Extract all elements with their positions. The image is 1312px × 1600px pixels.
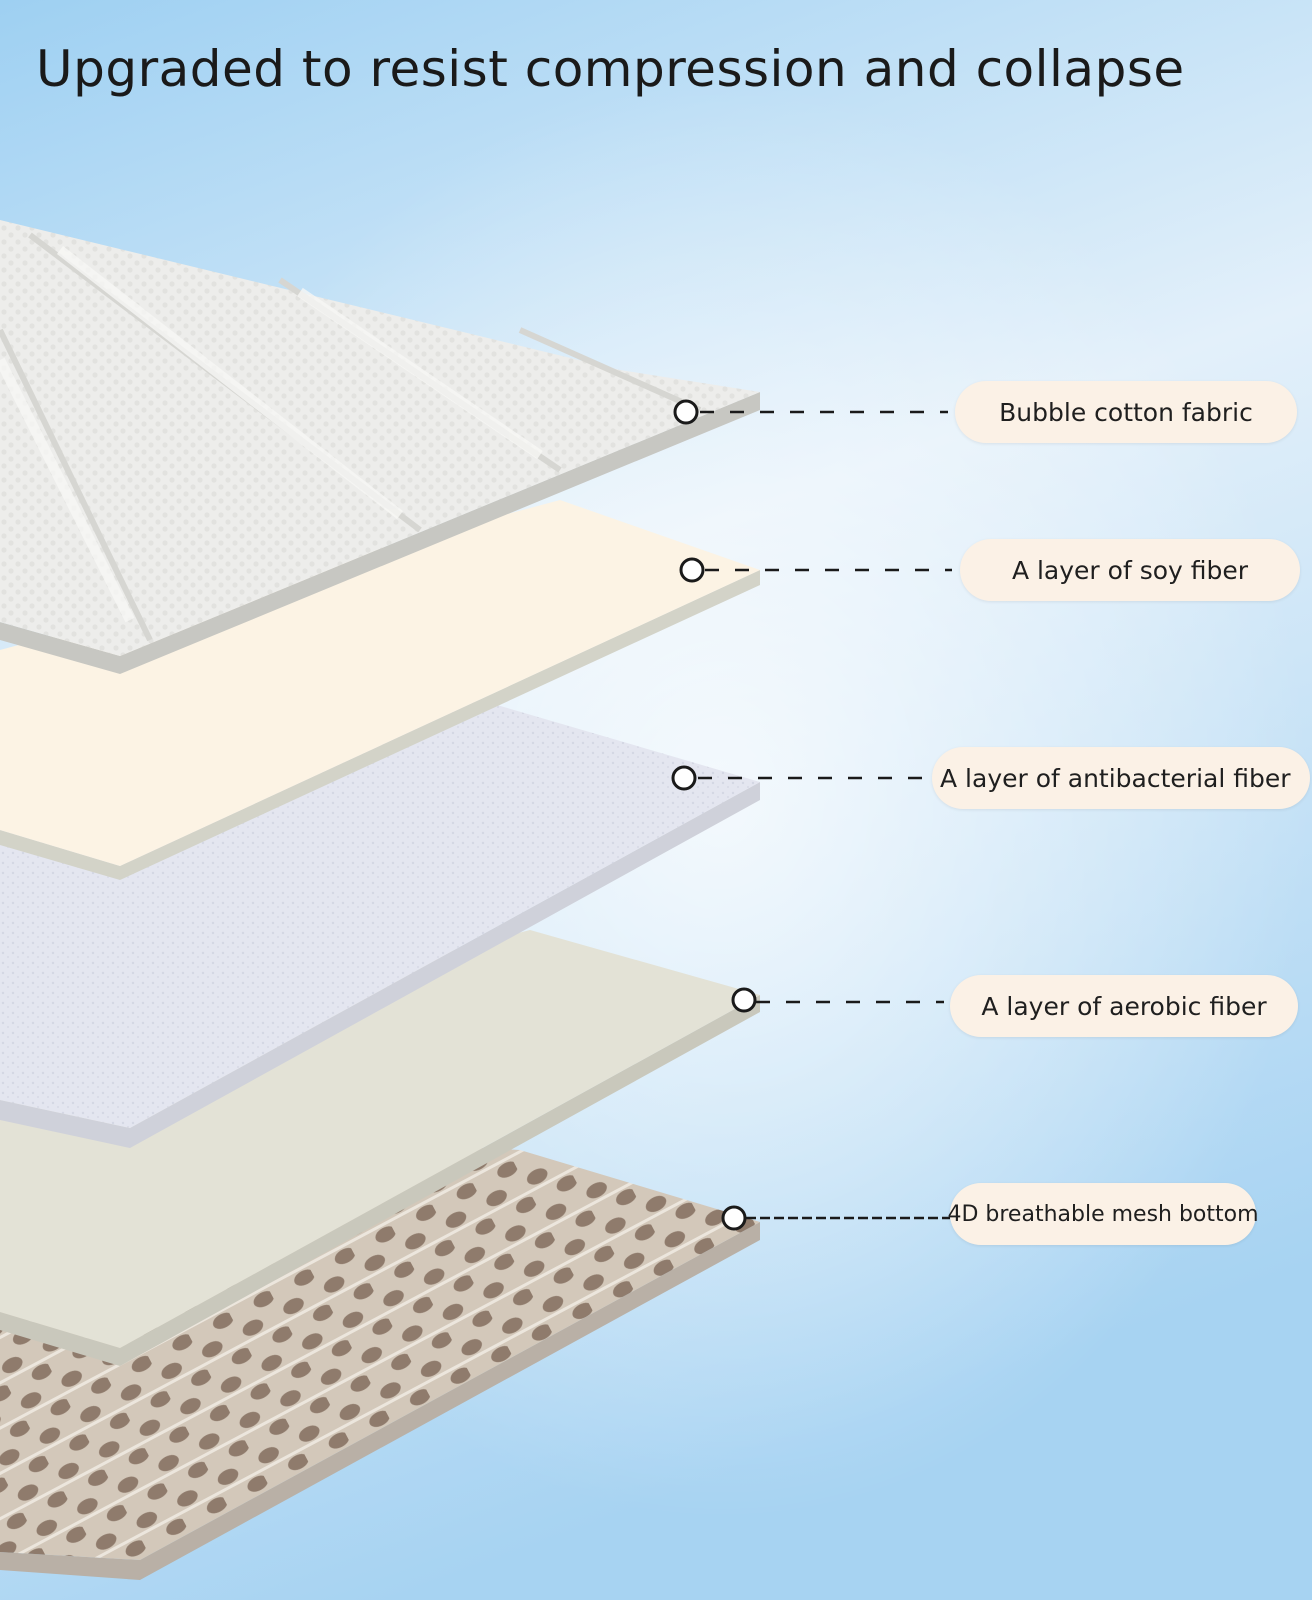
label-soy-fiber: A layer of soy fiber	[960, 539, 1300, 601]
layer-cotton	[0, 220, 760, 674]
marker-circle-4	[731, 987, 757, 1013]
label-bubble-cotton-fabric: Bubble cotton fabric	[955, 381, 1297, 443]
label-mesh-bottom: 4D breathable mesh bottom	[947, 1183, 1259, 1245]
leader-markers	[671, 399, 757, 1231]
page-title: Upgraded to resist compression and colla…	[36, 40, 1185, 98]
label-aerobic-fiber: A layer of aerobic fiber	[950, 975, 1298, 1037]
marker-circle-5	[721, 1205, 747, 1231]
cotton-quilt-highlights	[0, 246, 543, 623]
layer-cotton-face	[0, 220, 760, 656]
marker-circle-1	[673, 399, 699, 425]
layer-soy	[0, 500, 760, 880]
label-antibacterial-fiber: A layer of antibacterial fiber	[932, 747, 1310, 809]
marker-circle-3	[671, 765, 697, 791]
layer-cotton-edge	[0, 392, 760, 674]
marker-circle-2	[679, 557, 705, 583]
leader-lines	[698, 410, 952, 1220]
layer-soy-face	[0, 500, 760, 866]
